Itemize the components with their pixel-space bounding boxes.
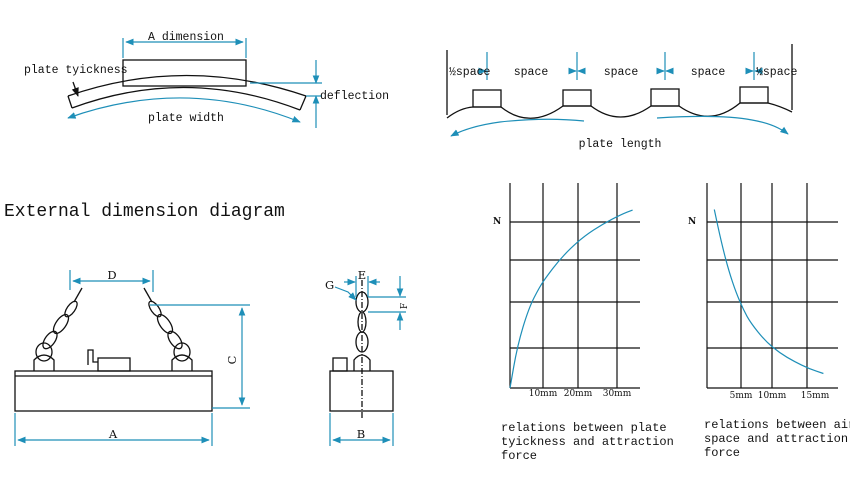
space-label-1: space: [514, 66, 549, 79]
chart2-series-line: [713, 209, 824, 375]
side-view-drawing: E G F B: [325, 268, 410, 446]
chart2-y-label: N: [688, 217, 696, 227]
magnet-1: [472, 89, 502, 108]
chart2-xtick-1: 10mm: [758, 391, 787, 401]
plate-width-arc: [67, 97, 301, 123]
a-dimension-label: A dimension: [148, 31, 224, 44]
chart1-xtick-0: 10mm: [529, 389, 558, 399]
plate-length-arc-left: [450, 118, 585, 137]
dim-f-label: F: [400, 303, 410, 309]
chart1-xtick-2: 30mm: [603, 389, 632, 399]
dim-e-label: E: [358, 268, 366, 282]
chart2-caption-line1: relations between air: [704, 418, 850, 432]
dim-a-label: A: [108, 427, 118, 441]
chart-air-space: N 5mm 10mm 15mm relations between air sp…: [688, 183, 850, 460]
plate-thickness-label: plate tyickness: [24, 64, 128, 77]
dim-c-label: C: [225, 355, 239, 364]
chart1-y-label: N: [493, 217, 501, 227]
chart-plate-thickness: N 10mm 20mm 30mm relations between plate…: [493, 183, 674, 463]
plate-top-edge: [67, 74, 307, 97]
chart2-caption-line2: space and attraction: [704, 432, 848, 446]
wavy-plate: [446, 102, 793, 119]
front-magnet-body: [14, 370, 213, 412]
dim-d-label: D: [107, 268, 116, 282]
half-space-right-label: ½space: [756, 66, 798, 79]
chart2-xtick-2: 15mm: [801, 391, 830, 401]
plate-length-label: plate length: [579, 138, 662, 151]
plate-length-arc-right: [656, 115, 789, 135]
space-label-3: space: [691, 66, 726, 79]
magnet-block: [122, 59, 247, 87]
dim-b-label: B: [357, 427, 365, 441]
magnet-3: [650, 88, 680, 107]
plate-width-label: plate width: [148, 112, 224, 125]
thickness-arrow: [71, 81, 79, 97]
chart1-xtick-1: 20mm: [564, 389, 593, 399]
chart1-caption-line3: force: [501, 449, 537, 463]
magnet-4: [739, 86, 769, 104]
chart2-caption-line3: force: [704, 446, 740, 460]
terminal-box: [97, 357, 131, 372]
chart1-caption-line1: relations between plate: [501, 421, 667, 435]
chart2-xtick-0: 5mm: [730, 391, 753, 401]
deflection-label: deflection: [320, 90, 389, 103]
section-title: External dimension diagram: [4, 202, 285, 222]
plate-bottom-edge: [71, 86, 301, 111]
half-space-left-label: ½space: [449, 66, 491, 79]
magnet-2: [562, 89, 592, 107]
plate-spacing-diagram: ½space space space space ½space plate le…: [446, 44, 798, 151]
dim-g-label: G: [325, 278, 334, 292]
space-label-2: space: [604, 66, 639, 79]
front-view-drawing: D C A: [14, 268, 250, 446]
chart1-series-line: [509, 209, 633, 389]
deflection-diagram: A dimension plate tyickness deflection p…: [24, 31, 389, 128]
chart1-caption-line2: tyickness and attraction: [501, 435, 674, 449]
